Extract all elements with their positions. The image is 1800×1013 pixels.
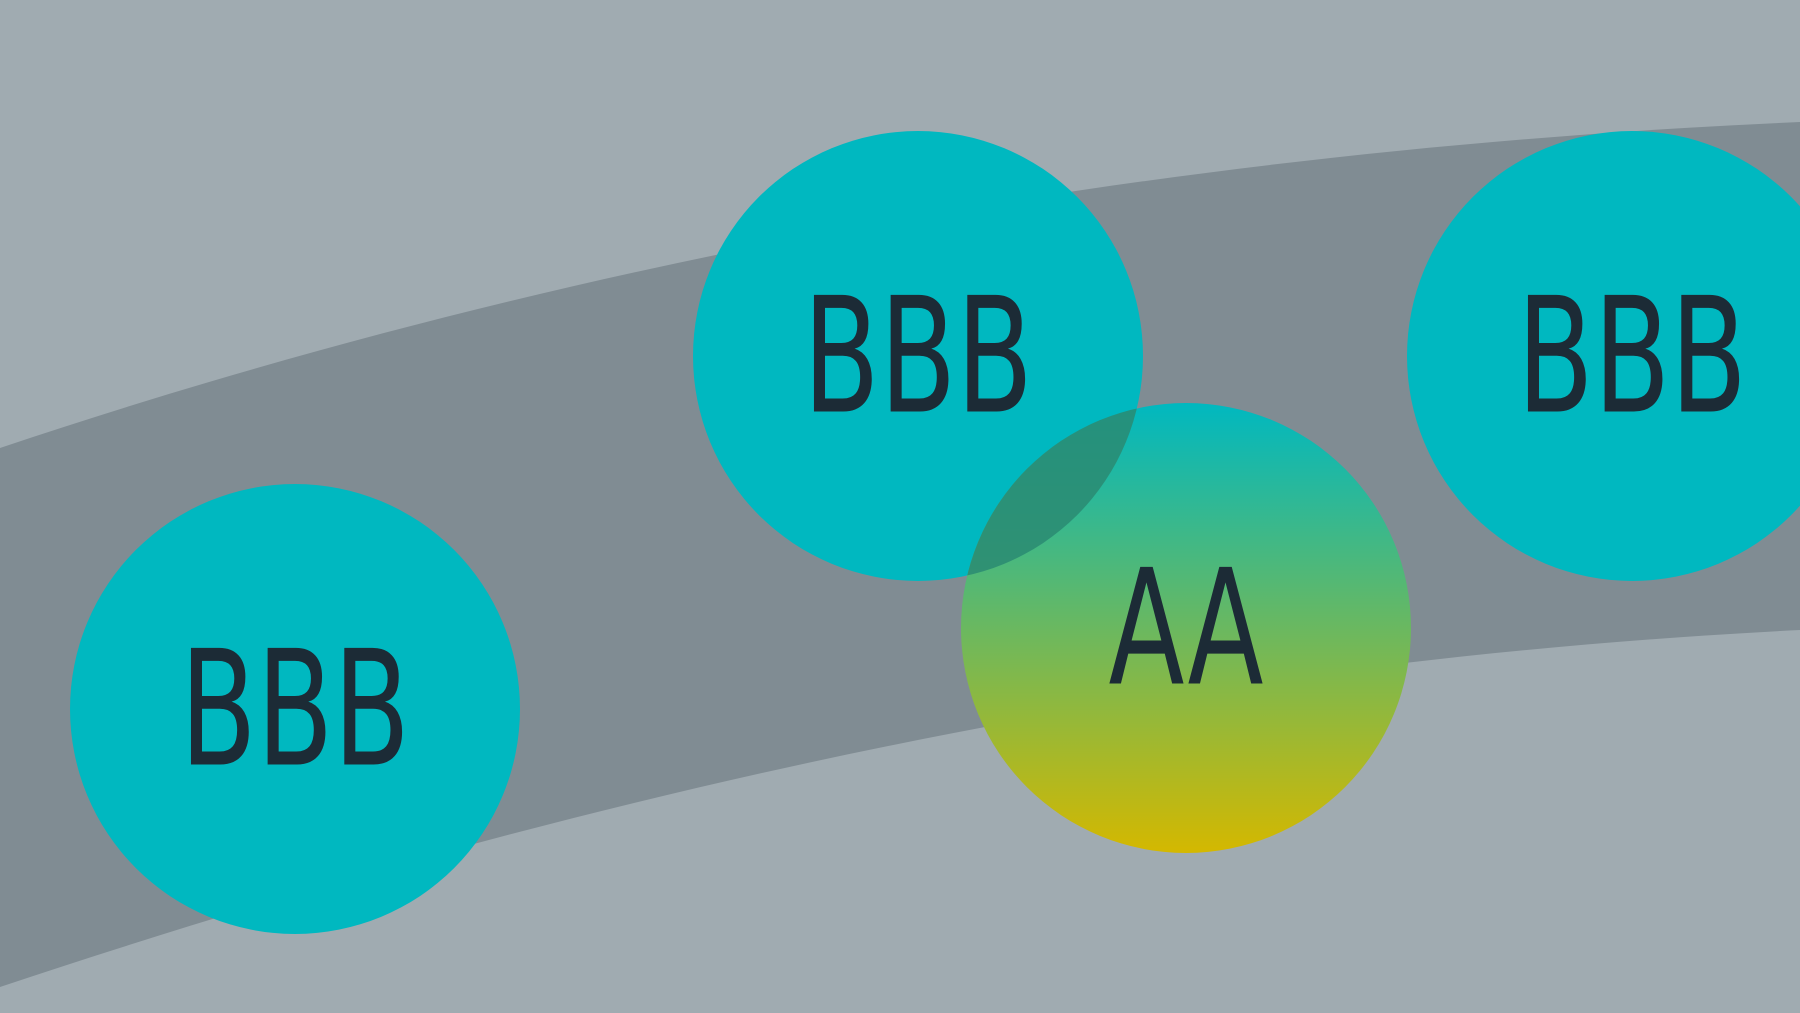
circle-shape [70,484,520,934]
rating-label: BBB [1517,263,1747,450]
rating-label: BBB [803,263,1033,450]
circle-aa: AA [961,403,1411,853]
circle-shape [1407,131,1800,581]
overlap-region [961,403,1143,581]
rating-label: BBB [180,616,410,803]
rating-label: AA [1109,535,1264,722]
circle-bbb-right: BBB [1407,131,1800,581]
circle-bbb-left: BBB [70,484,520,934]
